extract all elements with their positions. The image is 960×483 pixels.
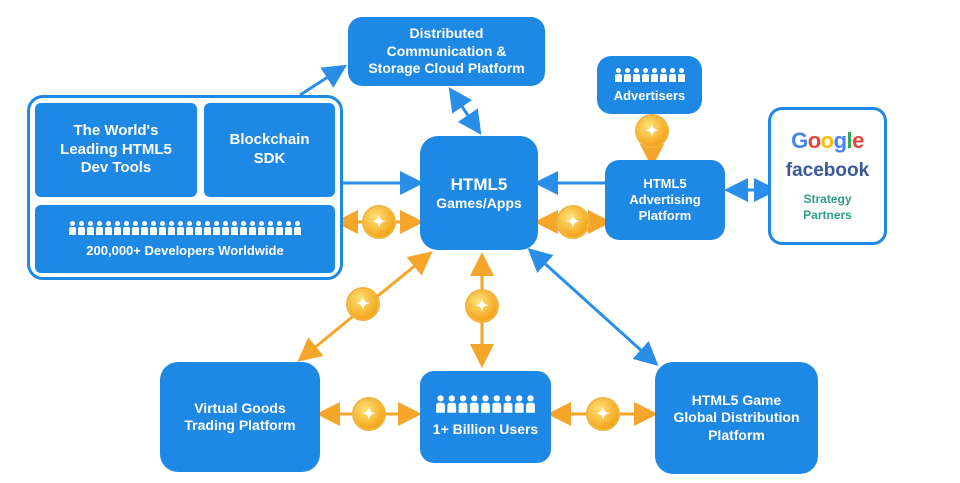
distribution-line-2: Global Distribution: [673, 409, 800, 426]
google-letter: e: [852, 128, 864, 154]
virtual-goods-line-2: Trading Platform: [184, 417, 296, 433]
users-label: 1+ Billion Users: [432, 421, 539, 437]
developers-box: 200,000+ Developers Worldwide: [35, 205, 335, 273]
core-line-1: HTML5: [450, 174, 508, 194]
token-coin-icon: ✦: [364, 207, 394, 237]
developers-label: 200,000+ Developers Worldwide: [86, 242, 284, 258]
people-icon: [69, 220, 301, 235]
core-line-2: Games/Apps: [436, 194, 522, 211]
distribution-platform-box: HTML5 Game Global Distribution Platform: [655, 362, 818, 474]
google-letter: g: [833, 128, 847, 154]
blockchain-sdk-box: Blockchain SDK: [204, 103, 335, 197]
google-logo: Google: [791, 128, 864, 154]
token-coin-icon: ✦: [637, 116, 667, 146]
advertising-platform-box: HTML5 Advertising Platform: [605, 160, 725, 240]
dev-tools-line-1: The World's: [73, 121, 159, 139]
arrow-core-distribution: [527, 247, 659, 367]
token-coin-icon: ✦: [348, 289, 378, 319]
arrow-frame-to-cloud: [299, 64, 348, 97]
adplatform-line-1: HTML5: [643, 175, 687, 191]
cloud-platform-box: Distributed Communication & Storage Clou…: [348, 17, 545, 86]
google-letter: G: [791, 128, 808, 154]
dev-tools-line-2: Leading HTML5: [60, 140, 172, 158]
html5-games-box: HTML5 Games/Apps: [420, 136, 538, 250]
dev-tools-box: The World's Leading HTML5 Dev Tools: [35, 103, 197, 197]
arrow-cloud-core: [448, 87, 482, 135]
advertisers-label: Advertisers: [613, 87, 686, 103]
distribution-line-1: HTML5 Game: [691, 391, 782, 408]
advertisers-box: Advertisers: [597, 56, 702, 114]
token-coin-icon: ✦: [467, 291, 497, 321]
sdk-line-2: SDK: [253, 150, 286, 167]
cloud-line-1: Distributed: [409, 25, 484, 42]
strategy-line-2: Partners: [803, 208, 852, 222]
token-coin-icon: ✦: [588, 399, 618, 429]
distribution-line-3: Platform: [708, 426, 765, 443]
token-coin-icon: ✦: [354, 399, 384, 429]
sdk-line-1: Blockchain: [229, 131, 310, 149]
facebook-logo: facebook: [785, 160, 870, 182]
strategy-partners-box: Google facebook Strategy Partners: [768, 107, 887, 245]
google-letter: o: [807, 128, 821, 154]
people-icon: [614, 67, 685, 82]
adplatform-line-2: Advertising: [629, 191, 701, 207]
virtual-goods-box: Virtual Goods Trading Platform: [160, 362, 320, 472]
dev-tools-line-3: Dev Tools: [80, 159, 152, 177]
users-box: 1+ Billion Users: [420, 371, 551, 463]
cloud-line-3: Storage Cloud Platform: [368, 60, 525, 77]
cloud-line-2: Communication &: [386, 42, 507, 59]
people-icon: [436, 395, 535, 413]
strategy-partners-label: Strategy Partners: [803, 192, 852, 223]
google-letter: o: [820, 128, 834, 154]
virtual-goods-line-1: Virtual Goods: [194, 399, 286, 416]
strategy-line-1: Strategy: [803, 192, 852, 207]
google-letter: l: [846, 128, 853, 154]
token-coin-icon: ✦: [558, 207, 588, 237]
adplatform-line-3: Platform: [638, 208, 692, 224]
